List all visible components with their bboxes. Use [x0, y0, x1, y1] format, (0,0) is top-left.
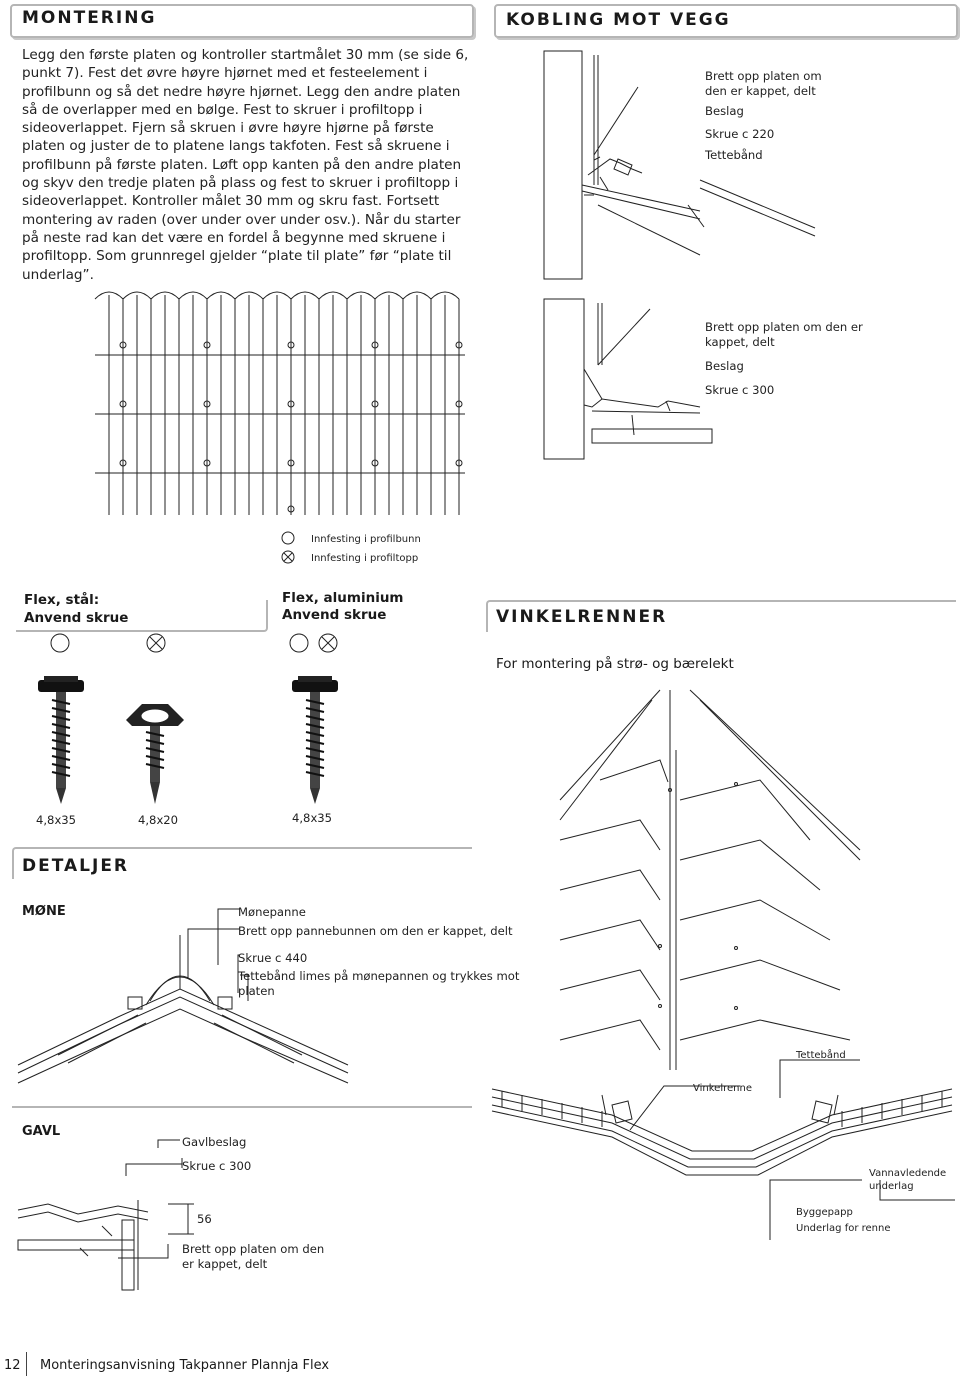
label-tetteband: Tettebånd [796, 1050, 846, 1061]
gavl-divider [12, 1106, 472, 1108]
footer-title: Monteringsanvisning Takpanner Plannja Fl… [40, 1358, 330, 1373]
vinkelrenner-subtitle: For montering på strø- og bærelekt [496, 656, 734, 672]
gavl-dimension: 56 [197, 1212, 212, 1226]
open-circle-icon [289, 633, 309, 653]
label-byggepapp: Byggepapp [796, 1207, 853, 1218]
detaljer-heading-box [12, 847, 472, 879]
label-vinkelrenne: Vinkelrenne [693, 1083, 752, 1094]
montering-paragraph: Legg den første platen og kontroller sta… [22, 47, 469, 283]
crossed-circle-icon [281, 550, 295, 564]
diagram1-label-skrue: Skrue c 220 [705, 127, 775, 141]
diagram2-label-skrue: Skrue c 300 [705, 383, 775, 397]
vinkelrenner-leader-lines [629, 1059, 955, 1240]
mone-title: MØNE [22, 904, 66, 919]
open-circle-icon [50, 633, 70, 653]
diagram2-label-beslag: Beslag [705, 359, 744, 373]
aluminium-subtitle: Anvend skrue [282, 607, 387, 623]
gutter-cross-section [491, 1088, 953, 1176]
diagram1-label-tetteband: Tettebånd [705, 148, 763, 162]
steel-subtitle: Anvend skrue [24, 610, 129, 626]
screw-aluminium-4-8x35-icon [292, 676, 338, 804]
mone-label-monepanne: Mønepanne [238, 905, 306, 919]
ridge-diagram [17, 908, 349, 1084]
mone-label-tetteband: Tettebånd limes på mønepannen og trykkes… [238, 969, 520, 998]
montering-heading: MONTERING [22, 8, 157, 28]
screw-steel-4-8x20-icon [126, 704, 184, 804]
gavl-label-skrue: Skrue c 300 [182, 1159, 252, 1173]
page-number: 12 [4, 1358, 21, 1373]
screw-steel-4-8x35-icon [38, 676, 84, 804]
gavl-label-gavlbeslag: Gavlbeslag [182, 1135, 247, 1149]
detaljer-heading: DETALJER [22, 856, 130, 876]
kobling-heading: KOBLING MOT VEGG [506, 10, 731, 30]
gavl-label-brett: Brett opp platen om den er kappet, delt [182, 1242, 325, 1271]
legend-label-profiltopp: Innfesting i profiltopp [311, 553, 419, 564]
steel-size-1: 4,8x35 [36, 813, 77, 827]
label-underlag: Underlag for renne [796, 1223, 891, 1234]
aluminium-size-1: 4,8x35 [292, 811, 333, 825]
steel-size-2: 4,8x20 [138, 813, 179, 827]
roof-panel-illustration [94, 291, 465, 515]
vinkelrenner-heading-box [486, 600, 956, 632]
crossed-circle-icon [146, 633, 166, 653]
wall-connection-diagram-2 [543, 298, 713, 460]
diagram1-label-brett: Brett opp platen om den er kappet, delt [705, 69, 822, 98]
footer-divider [26, 1352, 27, 1376]
gable-diagram [17, 1139, 194, 1291]
wall-connection-diagram-1 [543, 50, 705, 280]
wall-connection-diagram-1-extension [699, 179, 816, 237]
vinkelrenner-heading: VINKELRENNER [496, 607, 668, 627]
crossed-circle-icon [318, 633, 338, 653]
diagram1-label-beslag: Beslag [705, 104, 744, 118]
gavl-title: GAVL [22, 1124, 61, 1139]
label-vannavledende: Vannavledende underlag [869, 1168, 947, 1192]
open-circle-icon [281, 531, 295, 545]
aluminium-title: Flex, aluminium [282, 590, 404, 606]
mone-label-brett: Brett opp pannebunnen om den er kappet, … [238, 924, 513, 938]
kobling-header-box [494, 4, 958, 38]
legend-label-profilbunn: Innfesting i profilbunn [311, 534, 421, 545]
steel-divider [16, 600, 268, 632]
mone-label-skrue: Skrue c 440 [238, 951, 308, 965]
steel-title: Flex, stål: [24, 592, 100, 608]
valley-gutter-diagram [559, 689, 861, 1070]
montering-header-box [10, 4, 474, 38]
diagram2-label-brett: Brett opp platen om den er kappet, delt [705, 320, 863, 349]
